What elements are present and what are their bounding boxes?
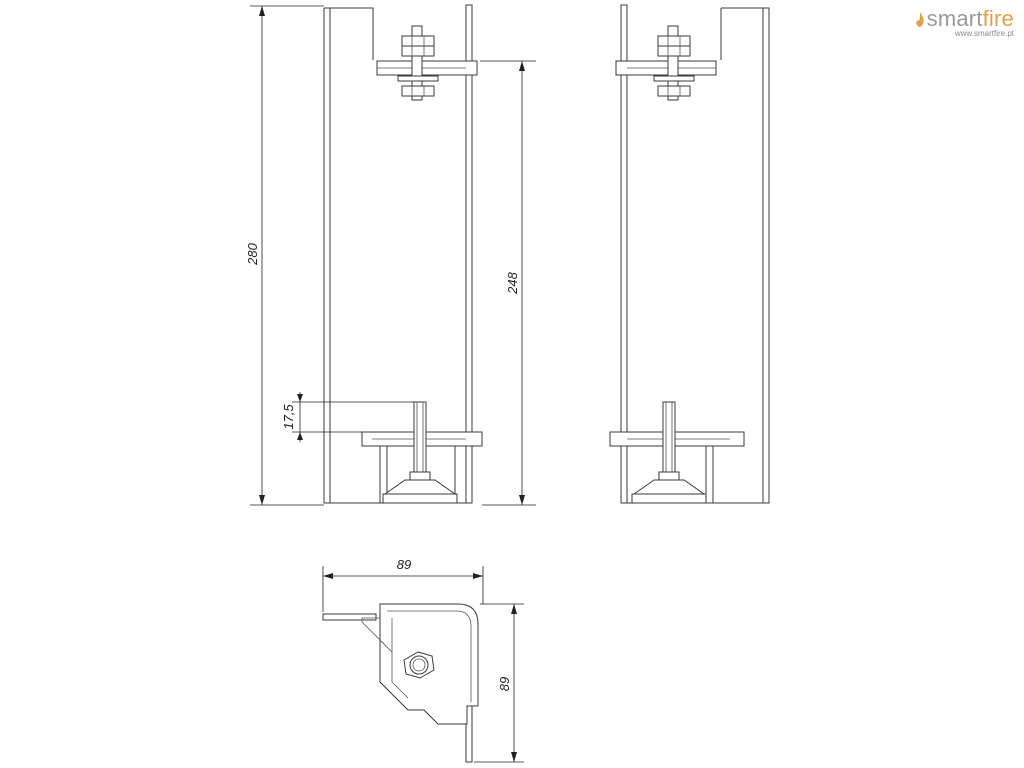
dimension-inner-height: 248 [480,60,536,506]
dimension-depth: 89 [474,603,524,763]
brand-logo: smartfire www.smartfire.pt [915,6,1014,38]
dim-width-label: 89 [397,557,411,572]
dimension-foot-offset: 17,5 [281,392,416,442]
flame-icon [915,12,924,27]
top-view [322,603,479,763]
dimension-overall-height: 280 [245,5,324,506]
dim-inner-height-label: 248 [505,271,520,294]
side-view [609,4,770,504]
front-view [323,4,483,504]
dim-depth-label: 89 [497,677,512,691]
dimension-width: 89 [322,557,484,612]
dim-foot-offset-label: 17,5 [281,404,296,430]
brand-name-part1: smart [926,6,983,31]
brand-name-part2: fire [982,6,1014,31]
dim-overall-height-label: 280 [245,242,260,265]
brand-url: www.smartfire.pt [954,29,1014,38]
brand-name: smartfire [915,6,1014,32]
